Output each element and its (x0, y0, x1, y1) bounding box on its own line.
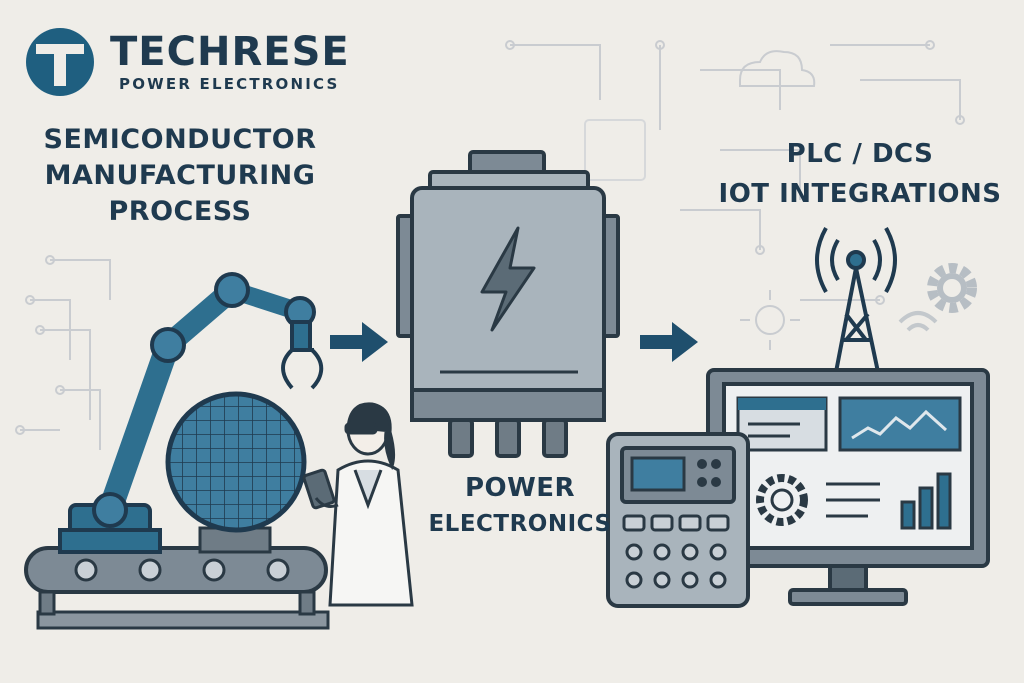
engineer-with-tablet (302, 402, 414, 607)
brand-tagline: POWER ELECTRONICS (119, 75, 340, 93)
bar-chart-icon (900, 472, 952, 530)
radio-tower-icon (815, 227, 897, 373)
lightning-bolt-icon (480, 226, 536, 332)
semiconductor-line-2: MANUFACTURING (44, 160, 316, 191)
circuit-traces-left (15, 255, 111, 450)
status-lines (826, 482, 880, 518)
flow-arrow-1 (330, 322, 388, 362)
semiconductor-line-1: SEMICONDUCTOR (43, 124, 317, 155)
brand-logo (26, 28, 94, 96)
flow-arrow-2 (640, 322, 698, 362)
conveyor-belt (24, 546, 330, 630)
brand-name: TECHRESE (110, 29, 350, 75)
power-electronics-heading: POWER ELECTRONICS (420, 470, 620, 542)
robot-arm (58, 272, 324, 554)
power-line-1: POWER (464, 473, 576, 503)
semiconductor-heading: SEMICONDUCTOR MANUFACTURING PROCESS (30, 122, 330, 230)
gear-icon (927, 263, 977, 313)
brand-block: TECHRESE POWER ELECTRONICS (110, 30, 350, 94)
keypad-buttons (622, 514, 730, 589)
trend-chart-panel (838, 396, 962, 452)
integrations-heading: PLC / DCS IOT INTEGRATIONS (700, 134, 1020, 214)
power-line-2: ELECTRONICS (428, 511, 612, 537)
integrations-line-1: PLC / DCS (786, 139, 934, 169)
wifi-icon (898, 311, 938, 332)
silicon-wafer (165, 391, 307, 554)
plc-controller (606, 432, 750, 608)
circuit-traces-right (505, 40, 965, 350)
dashboard-panel-text (736, 396, 828, 452)
integrations-line-2: IOT INTEGRATIONS (718, 179, 1002, 209)
semiconductor-line-3: PROCESS (108, 196, 252, 227)
settings-gear-icon (756, 474, 808, 526)
